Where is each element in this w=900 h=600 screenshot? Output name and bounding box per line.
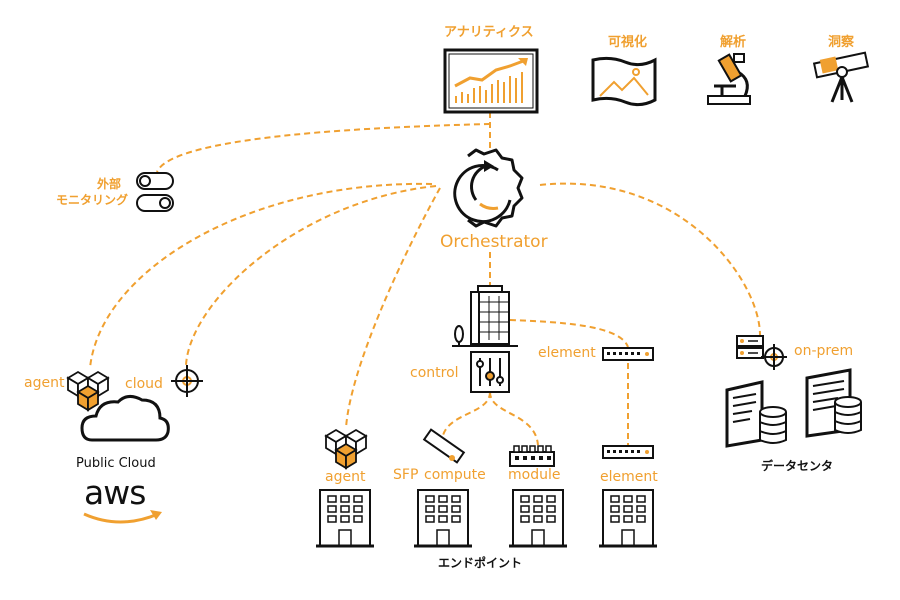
map-icon — [591, 56, 657, 107]
cubes-icon-cloud — [66, 370, 110, 412]
link-control-sfp — [441, 391, 491, 441]
endpoints-caption: エンドポイント — [438, 556, 523, 570]
external-monitoring-line1: 外部 — [97, 177, 122, 191]
element-label-lower: element — [600, 469, 658, 485]
analyze-label: 解析 — [720, 35, 747, 50]
telescope-icon — [812, 51, 870, 103]
link-orchestrator-datacenter — [539, 182, 761, 336]
cloud-label: cloud — [125, 376, 163, 392]
module-label: module — [508, 467, 561, 483]
observe-label: 洞察 — [828, 35, 855, 50]
office-building-icon — [452, 285, 518, 347]
link-orchestrator-cloud — [185, 185, 437, 366]
link-control-element — [509, 319, 629, 348]
sfp-label: SFP — [393, 467, 419, 483]
element-label-upper: element — [538, 345, 596, 361]
aws-logo-text: aws — [84, 473, 146, 512]
crosshair-icon-datacenter — [761, 344, 787, 370]
network-switch-icon-lower — [602, 445, 654, 459]
visualize-label: 可視化 — [608, 35, 648, 50]
cloud-icon — [80, 395, 170, 442]
line-chart-icon — [443, 48, 539, 114]
toggle-switch-icon — [136, 172, 174, 212]
link-analytics-monitoring — [156, 123, 491, 173]
microscope-icon — [707, 53, 751, 105]
network-switch-icon-upper — [602, 347, 654, 361]
external-monitoring-line2: モニタリング — [56, 193, 129, 207]
endpoint-agent-label: agent — [325, 469, 366, 485]
aws-smile-icon — [83, 510, 162, 524]
public-cloud-title: Public Cloud — [76, 456, 156, 471]
control-label: control — [410, 365, 459, 381]
link-control-module — [489, 391, 539, 446]
link-orchestrator-endpoint-agent — [345, 187, 441, 429]
crosshair-icon-cloud — [171, 365, 203, 397]
control-panel-icon — [470, 351, 510, 393]
analytics-title: アナリティクス — [444, 25, 534, 40]
building-icon — [316, 489, 657, 548]
document-database-icon — [725, 368, 862, 448]
datacenter-caption: データセンタ — [761, 459, 834, 473]
module-icon — [509, 445, 555, 467]
orchestrator-label: Orchestrator — [440, 232, 548, 252]
gear-refresh-icon — [453, 148, 524, 228]
link-orchestrator-agent-cloud — [89, 182, 433, 369]
onprem-label: on-prem — [794, 343, 854, 359]
cloud-agent-label: agent — [24, 375, 65, 391]
compute-label: compute — [424, 467, 486, 483]
server-rack-icon — [736, 335, 764, 359]
cubes-icon-endpoint — [324, 428, 368, 470]
sfp-transceiver-icon — [422, 428, 466, 464]
